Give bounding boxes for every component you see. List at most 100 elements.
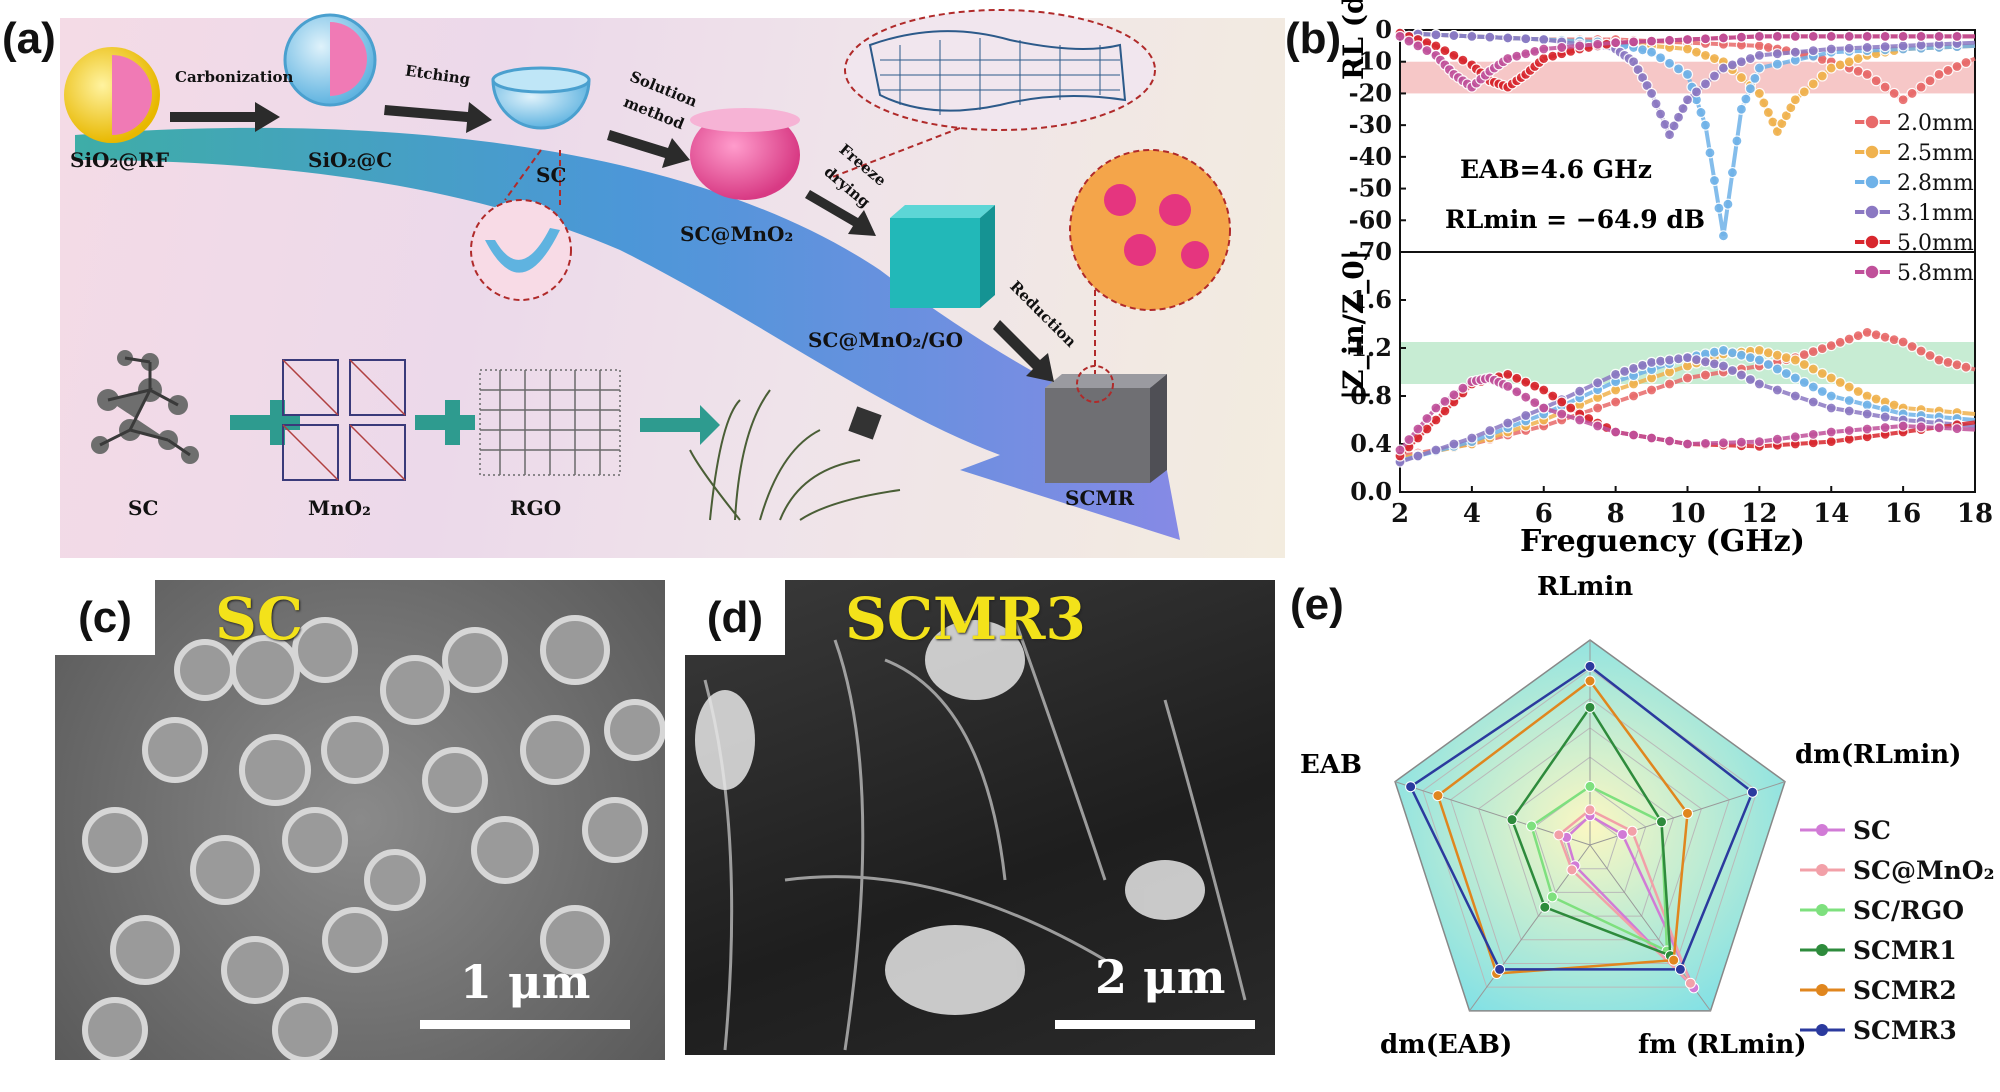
impedance-marker bbox=[1448, 389, 1460, 401]
rl-y-tick-label: -50 bbox=[1349, 174, 1392, 203]
radar-series-SCMR2 bbox=[1436, 679, 1689, 975]
rl-marker bbox=[1672, 111, 1685, 123]
rl-marker bbox=[1807, 78, 1819, 90]
rl-marker bbox=[1717, 32, 1730, 44]
scale-bar-d bbox=[1055, 1020, 1255, 1029]
schematic-graphics bbox=[64, 9, 1231, 541]
legend-swatch-marker bbox=[1864, 204, 1880, 220]
rl-marker bbox=[1592, 38, 1604, 50]
rl-marker bbox=[1942, 64, 1954, 77]
scmr-cube-icon bbox=[1045, 388, 1150, 483]
sc-sample-name: SC bbox=[215, 585, 304, 653]
solution-arrow-icon bbox=[607, 130, 690, 168]
panel-c-label: (c) bbox=[55, 580, 155, 655]
impedance-marker bbox=[1592, 402, 1604, 414]
impedance-marker bbox=[1610, 396, 1622, 408]
rl-marker bbox=[1861, 30, 1873, 42]
grass-supported-cube-icon bbox=[689, 389, 901, 521]
impedance-marker bbox=[1753, 354, 1765, 366]
radar-series-SCMR1 bbox=[1510, 705, 1672, 958]
x-tick-label: 4 bbox=[1463, 499, 1481, 529]
rl-marker bbox=[1663, 34, 1676, 46]
rl-marker bbox=[1951, 30, 1963, 42]
rl-marker bbox=[1430, 29, 1442, 41]
rl-marker bbox=[1897, 40, 1909, 52]
rl-marker bbox=[1753, 40, 1765, 52]
scmno2go-label: SC@MnO₂/GO bbox=[808, 328, 964, 352]
impedance-marker bbox=[1663, 435, 1676, 447]
radar-point bbox=[1506, 814, 1518, 826]
rl-marker bbox=[1704, 147, 1716, 159]
rl-marker bbox=[1645, 35, 1658, 47]
impedance-marker bbox=[1556, 408, 1568, 420]
rl-marker bbox=[1789, 46, 1801, 58]
rl-marker bbox=[1749, 72, 1761, 84]
scmno2-label: SC@MnO₂ bbox=[680, 222, 794, 246]
radar-axis-dm-rlmin: dm(RLmin) bbox=[1795, 740, 1962, 770]
panel-c-sem-image: (c) SC 1 μm bbox=[55, 580, 665, 1060]
panel-a-label: (a) bbox=[2, 14, 56, 63]
radar-grid-ring bbox=[1478, 727, 1702, 941]
sc-hollow-shell-icon bbox=[491, 78, 591, 130]
panel-d-label: (d) bbox=[685, 580, 785, 655]
rl-marker bbox=[1654, 108, 1667, 120]
impedance-marker bbox=[1699, 369, 1712, 381]
radar-legend-marker bbox=[1816, 824, 1828, 836]
impedance-marker bbox=[1511, 386, 1523, 398]
radar-legend-SC@MnO₂: SC@MnO₂ bbox=[1853, 856, 1995, 885]
impedance-marker bbox=[1690, 354, 1703, 366]
impedance-marker bbox=[1430, 402, 1442, 414]
impedance-marker bbox=[1592, 377, 1604, 389]
impedance-marker bbox=[1771, 384, 1783, 396]
radar-legend-SCMR1: SCMR1 bbox=[1853, 936, 1957, 965]
plus-icon bbox=[230, 400, 300, 445]
rl-marker bbox=[1825, 43, 1837, 55]
legend-entry-3.1mm: 3.1mm bbox=[1897, 201, 1974, 226]
rl-marker bbox=[1933, 30, 1945, 42]
impedance-marker bbox=[1933, 422, 1945, 434]
x-tick-label: 10 bbox=[1669, 499, 1705, 529]
rl-marker bbox=[1654, 52, 1667, 64]
rl-marker bbox=[1861, 41, 1873, 54]
rl-marker bbox=[1807, 30, 1819, 42]
impedance-marker bbox=[1834, 376, 1846, 389]
radar-point bbox=[1681, 807, 1693, 819]
rl-marker bbox=[1699, 119, 1712, 131]
rl-marker bbox=[1879, 41, 1891, 53]
etching-arrow-icon bbox=[384, 102, 492, 133]
scmr-cube-on-grass-icon bbox=[848, 406, 882, 440]
impedance-marker bbox=[1717, 437, 1730, 449]
rl-y-tick-label: 0 bbox=[1375, 15, 1392, 44]
rl-marker bbox=[1412, 40, 1424, 52]
radar-legend-marker bbox=[1816, 904, 1828, 916]
graphene-zoom-ellipse bbox=[844, 9, 1156, 131]
radar-point bbox=[1539, 901, 1551, 913]
radar-point bbox=[1616, 828, 1628, 840]
panel-d-sem-image: (d) SCMR3 2 μm bbox=[685, 580, 1275, 1055]
impedance-marker bbox=[1852, 385, 1864, 398]
legend-entry-2.0mm: 2.0mm bbox=[1897, 111, 1974, 136]
radar-legend-SC: SC bbox=[1853, 816, 1891, 845]
impedance-marker bbox=[1798, 376, 1810, 389]
radar-series-SC@MnO2 bbox=[1557, 808, 1692, 985]
radar-point bbox=[1584, 660, 1596, 672]
radar-legend-SCMR3: SCMR3 bbox=[1853, 1016, 1957, 1045]
rl-marker bbox=[1403, 35, 1415, 47]
x-tick-label: 2 bbox=[1391, 499, 1409, 529]
legend-swatch-marker bbox=[1864, 234, 1880, 250]
rl-marker bbox=[1556, 41, 1568, 54]
rl-marker bbox=[1888, 87, 1900, 100]
impedance-marker bbox=[1735, 369, 1748, 381]
rl-marker bbox=[1843, 42, 1855, 54]
radar-axis-eab: EAB bbox=[1300, 750, 1362, 780]
rl-marker bbox=[1771, 48, 1783, 60]
rl-marker bbox=[1897, 30, 1909, 42]
radar-point bbox=[1684, 977, 1696, 989]
x-tick-label: 12 bbox=[1741, 499, 1777, 529]
rl-marker bbox=[1767, 116, 1779, 128]
impedance-marker bbox=[1843, 405, 1855, 417]
eab-annotation: EAB=4.6 GHz bbox=[1460, 155, 1652, 184]
legend-swatch-marker bbox=[1864, 144, 1880, 160]
impedance-marker bbox=[1610, 426, 1622, 438]
